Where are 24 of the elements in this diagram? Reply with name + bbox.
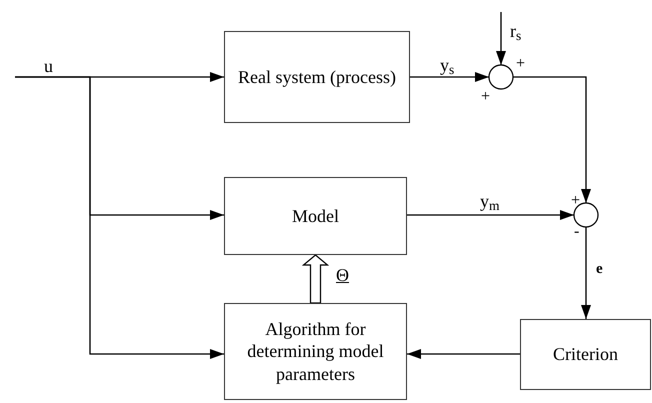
sign-label: +: [571, 193, 580, 209]
arrow: [407, 349, 520, 359]
sign-label: +: [516, 56, 526, 72]
sign-label: -: [574, 224, 580, 240]
arrow: [496, 12, 506, 65]
edge-label: y$_{m}$: [480, 192, 500, 210]
arrow: [513, 76, 591, 203]
arrow: [581, 227, 591, 319]
summing-junction: [573, 202, 599, 228]
edge-label: Θ: [336, 266, 349, 284]
summing-junction: [488, 64, 514, 90]
sign-label: +: [481, 89, 490, 105]
block-box: Criterion: [520, 319, 651, 390]
edge-label: u: [44, 57, 53, 75]
arrow: [407, 210, 574, 220]
block-box: Real system (process): [224, 31, 410, 123]
arrow: [410, 72, 489, 82]
edge-label: r$_{s}$: [510, 22, 522, 40]
block-box: Algorithm for determining model parameters: [224, 303, 407, 400]
hollow-arrow: [302, 254, 330, 304]
block-box: Model: [224, 177, 407, 255]
edge-label: e: [596, 262, 603, 277]
arrow: [15, 76, 224, 359]
edge-label: y$_{s}$: [440, 56, 454, 74]
